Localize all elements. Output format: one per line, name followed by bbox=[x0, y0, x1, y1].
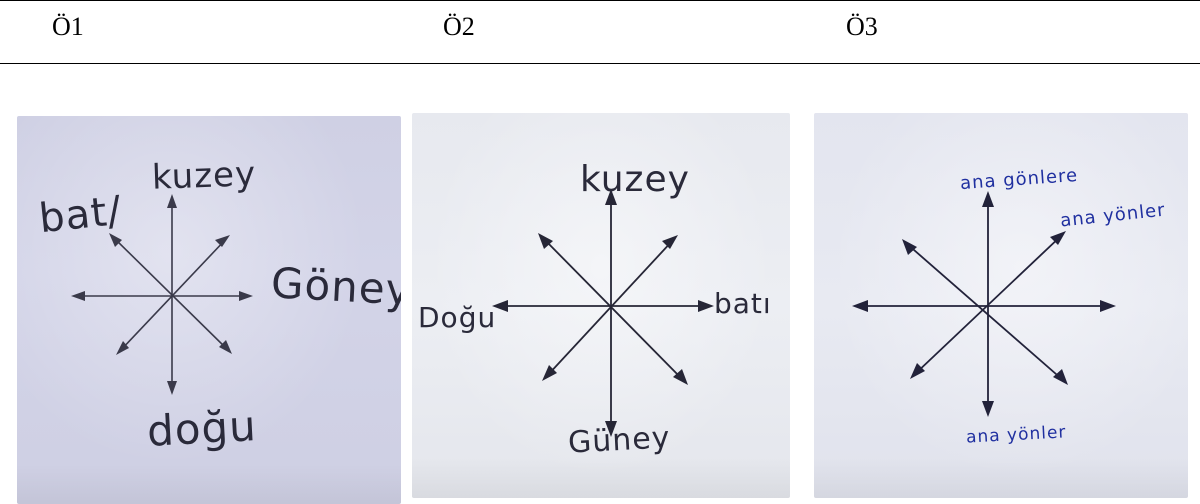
label-west-o2: Doğu bbox=[418, 301, 497, 334]
label-west-o1: bat/ bbox=[36, 187, 125, 243]
label-north-o2: kuzey bbox=[580, 159, 690, 200]
label-south-o2: Güney bbox=[567, 420, 672, 461]
photo-shadow bbox=[412, 458, 790, 498]
column-header-o3: Ö3 bbox=[846, 12, 878, 41]
column-header-o1: Ö1 bbox=[52, 12, 84, 41]
compass-rose-drawing-o3 bbox=[852, 191, 1116, 417]
label-east-o1: Göney bbox=[269, 258, 401, 315]
compass-rose-drawing-o2 bbox=[492, 189, 714, 437]
drawing-photo-o2: kuzey Doğu batı Güney bbox=[412, 113, 790, 498]
label-east-o2: batı bbox=[714, 287, 772, 320]
compass-rose-drawing-o1 bbox=[71, 194, 253, 395]
photo-shadow bbox=[17, 464, 401, 504]
photo-shadow bbox=[814, 458, 1188, 498]
column-header-o2: Ö2 bbox=[443, 12, 475, 41]
label-south-o1: doğu bbox=[145, 401, 258, 456]
table-top-rule bbox=[0, 0, 1200, 1]
table-header-rule bbox=[0, 63, 1200, 64]
drawing-photo-o3: ana gönlere ana yönler ana yönler bbox=[814, 113, 1188, 498]
drawing-photo-o1: kuzey bat/ Göney doğu bbox=[17, 116, 401, 504]
label-north-o1: kuzey bbox=[151, 154, 257, 198]
